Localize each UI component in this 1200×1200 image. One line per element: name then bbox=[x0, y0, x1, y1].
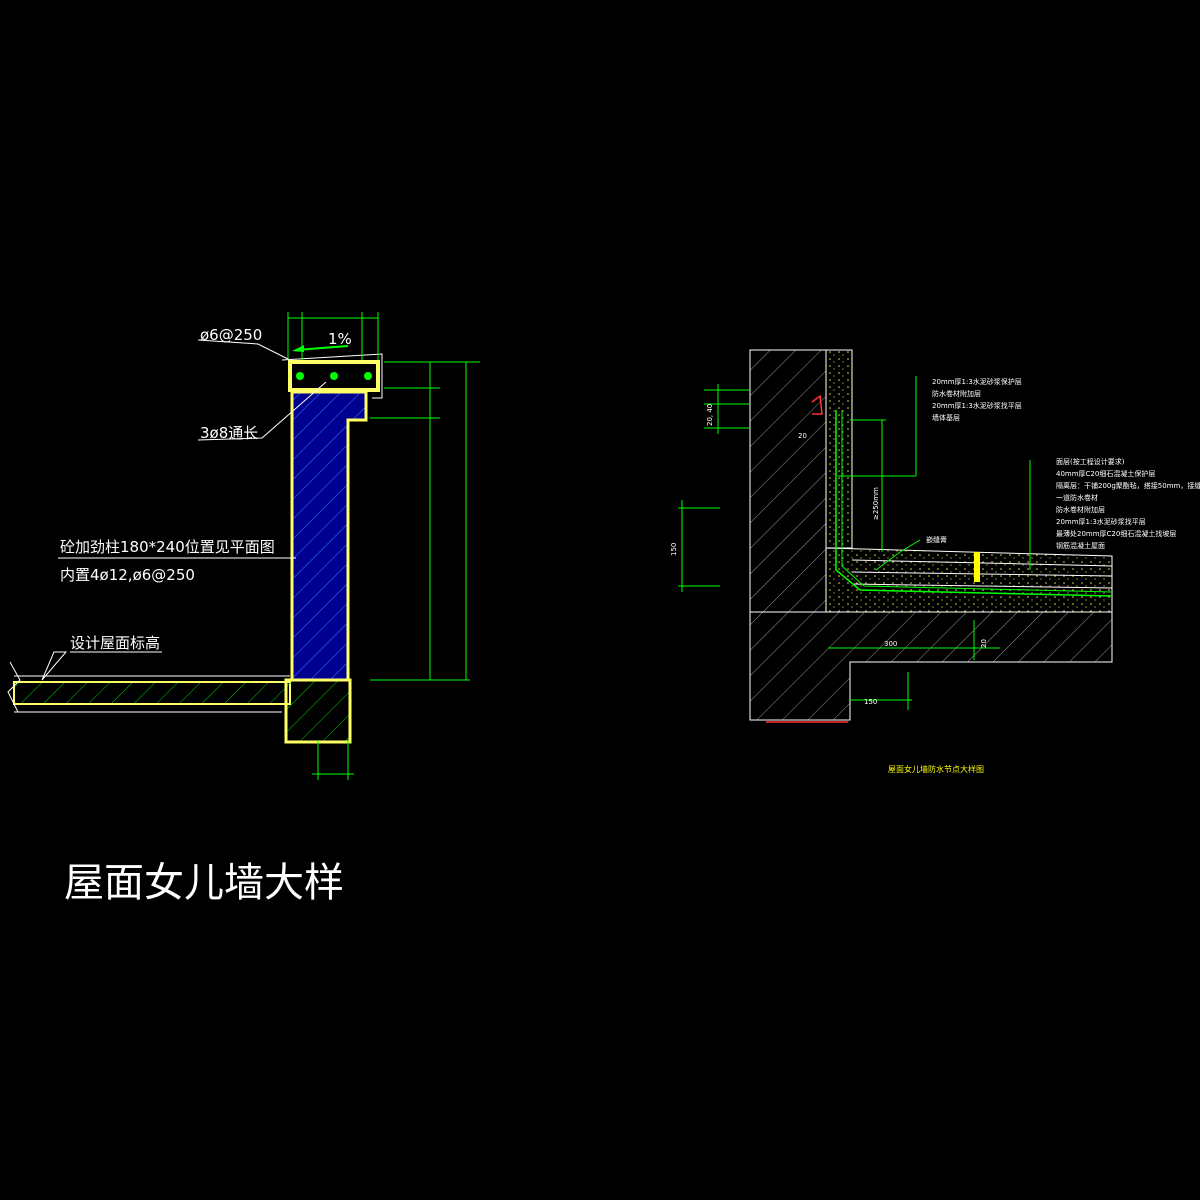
wall-layer-0: 20mm厚1:3水泥砂浆保护层 bbox=[932, 377, 1022, 386]
label-rebar-long: 3ø8通长 bbox=[200, 424, 258, 442]
leader-rebar-top bbox=[197, 339, 291, 361]
rebar-dot bbox=[364, 372, 372, 380]
wall-protection-layer bbox=[825, 349, 853, 549]
structural-slab bbox=[749, 611, 1113, 721]
dim-150a: 150 bbox=[670, 543, 678, 556]
break-line bbox=[7, 661, 21, 713]
dim-20-40: 20, 40 bbox=[706, 404, 714, 426]
wall-layer-2: 20mm厚1:3水泥砂浆找平层 bbox=[932, 401, 1022, 410]
left-detail-title: 屋面女儿墙大样 bbox=[64, 860, 344, 906]
dim-20a: 20 bbox=[798, 432, 807, 440]
wall-foot bbox=[284, 678, 352, 744]
roof-layer-3: 一道防水卷材 bbox=[1056, 493, 1098, 502]
wall-layer-1: 防水卷材附加层 bbox=[932, 389, 981, 398]
left-dimensions bbox=[287, 312, 480, 780]
right-detail-title: 屋面女儿墙防水节点大样图 bbox=[888, 764, 984, 774]
slope-arrow bbox=[295, 345, 349, 351]
label-column-line1: 砼加劲柱180*240位置见平面图 bbox=[60, 538, 275, 556]
wall-layer-3: 墙体基层 bbox=[932, 413, 960, 422]
roof-layer-7: 钢筋混凝土屋面 bbox=[1056, 541, 1105, 550]
dim-300: 300 bbox=[884, 640, 897, 648]
leader-rebar-long bbox=[197, 381, 327, 441]
right-detail: 20, 40 20 150 ≥250mm 300 20 150 20mm厚1:3… bbox=[670, 349, 1200, 774]
label-column-line2: 内置4ø12,ø6@250 bbox=[60, 566, 195, 584]
roof-layer-2: 隔离层：干铺200g聚酯毡，搭接50mm，接缝20mm，沿墙上翻 bbox=[1056, 481, 1200, 490]
sealant-joint bbox=[974, 552, 980, 582]
roof-layer-5: 20mm厚1:3水泥砂浆找平层 bbox=[1056, 517, 1146, 526]
left-detail: ø6@250 1% 3ø8通长 砼加劲柱180*240位置见平面图 内置4ø12… bbox=[7, 312, 480, 906]
label-slope: 1% bbox=[328, 330, 352, 348]
waterproof-membrane bbox=[835, 410, 1113, 597]
coping-beam bbox=[288, 360, 380, 392]
roof-layer-4: 防水卷材附加层 bbox=[1056, 505, 1105, 514]
dim-250: ≥250mm bbox=[872, 487, 880, 520]
rebar-dot bbox=[330, 372, 338, 380]
level-triangle bbox=[41, 651, 68, 681]
label-roof-level: 设计屋面标高 bbox=[70, 634, 160, 652]
dim-150b: 150 bbox=[864, 698, 877, 706]
label-rebar-top: ø6@250 bbox=[200, 326, 262, 344]
main-wall bbox=[749, 349, 827, 613]
roof-layer-0: 面层(按工程设计要求) bbox=[1056, 457, 1125, 466]
roof-layer-6: 最薄处20mm厚C20细石混凝土找坡层 bbox=[1056, 529, 1176, 538]
roof-layers bbox=[825, 547, 1113, 613]
dim-20b: 20 bbox=[980, 639, 988, 648]
roof-layer-1: 40mm厚C20细石混凝土保护层 bbox=[1056, 469, 1155, 478]
parapet-wall bbox=[290, 390, 368, 682]
rebar-dot bbox=[296, 372, 304, 380]
label-seal: 嵌缝膏 bbox=[926, 535, 947, 544]
right-dimensions bbox=[678, 384, 1000, 710]
flashing-accent bbox=[811, 394, 823, 415]
wall-layer-leaders bbox=[838, 376, 917, 477]
leader-seal bbox=[875, 539, 921, 571]
roof-slab bbox=[7, 661, 291, 713]
